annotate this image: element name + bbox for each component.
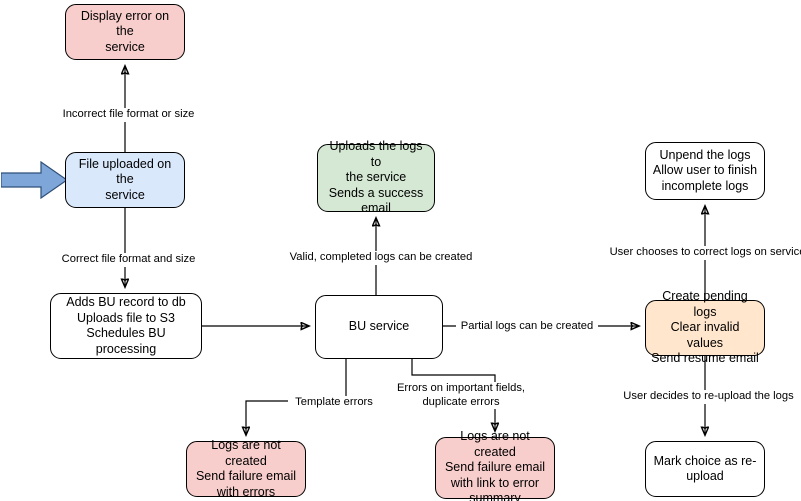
edge-label-template-errors: Template errors — [288, 396, 380, 410]
node-adds-bu-record[interactable]: Adds BU record to db Uploads file to S3 … — [50, 293, 202, 359]
edge-label-errors-important-fields: Errors on important fields, duplicate er… — [389, 382, 533, 409]
edge-label-correct-file-format: Correct file format and size — [54, 253, 203, 267]
edge-label-incorrect-file-format: Incorrect file format or size — [54, 108, 203, 122]
node-unpend-logs[interactable]: Unpend the logs Allow user to finish inc… — [645, 142, 765, 200]
edge-label-user-decides-reupload: User decides to re-upload the logs — [614, 390, 801, 404]
node-file-uploaded-on-service[interactable]: File uploaded on the service — [65, 152, 185, 208]
node-uploads-logs-success[interactable]: Uploads the logs to the service Sends a … — [317, 139, 435, 215]
edge-label-user-corrects-logs: User chooses to correct logs on service — [603, 246, 801, 260]
external-input-arrow — [1, 161, 68, 199]
node-display-error[interactable]: Display error on the service — [65, 4, 185, 60]
edge-label-valid-completed-logs: Valid, completed logs can be created — [283, 251, 479, 265]
edge-label-partial-logs: Partial logs can be created — [456, 320, 598, 334]
node-create-pending-logs[interactable]: Create pending logs Clear invalid values… — [645, 289, 765, 365]
node-logs-not-created-error-summary[interactable]: Logs are not created Send failure email … — [435, 429, 555, 501]
node-bu-service[interactable]: BU service — [315, 295, 443, 359]
node-mark-choice-as-reupload[interactable]: Mark choice as re- upload — [645, 441, 765, 497]
node-logs-not-created-with-errors[interactable]: Logs are not created Send failure email … — [186, 438, 306, 499]
